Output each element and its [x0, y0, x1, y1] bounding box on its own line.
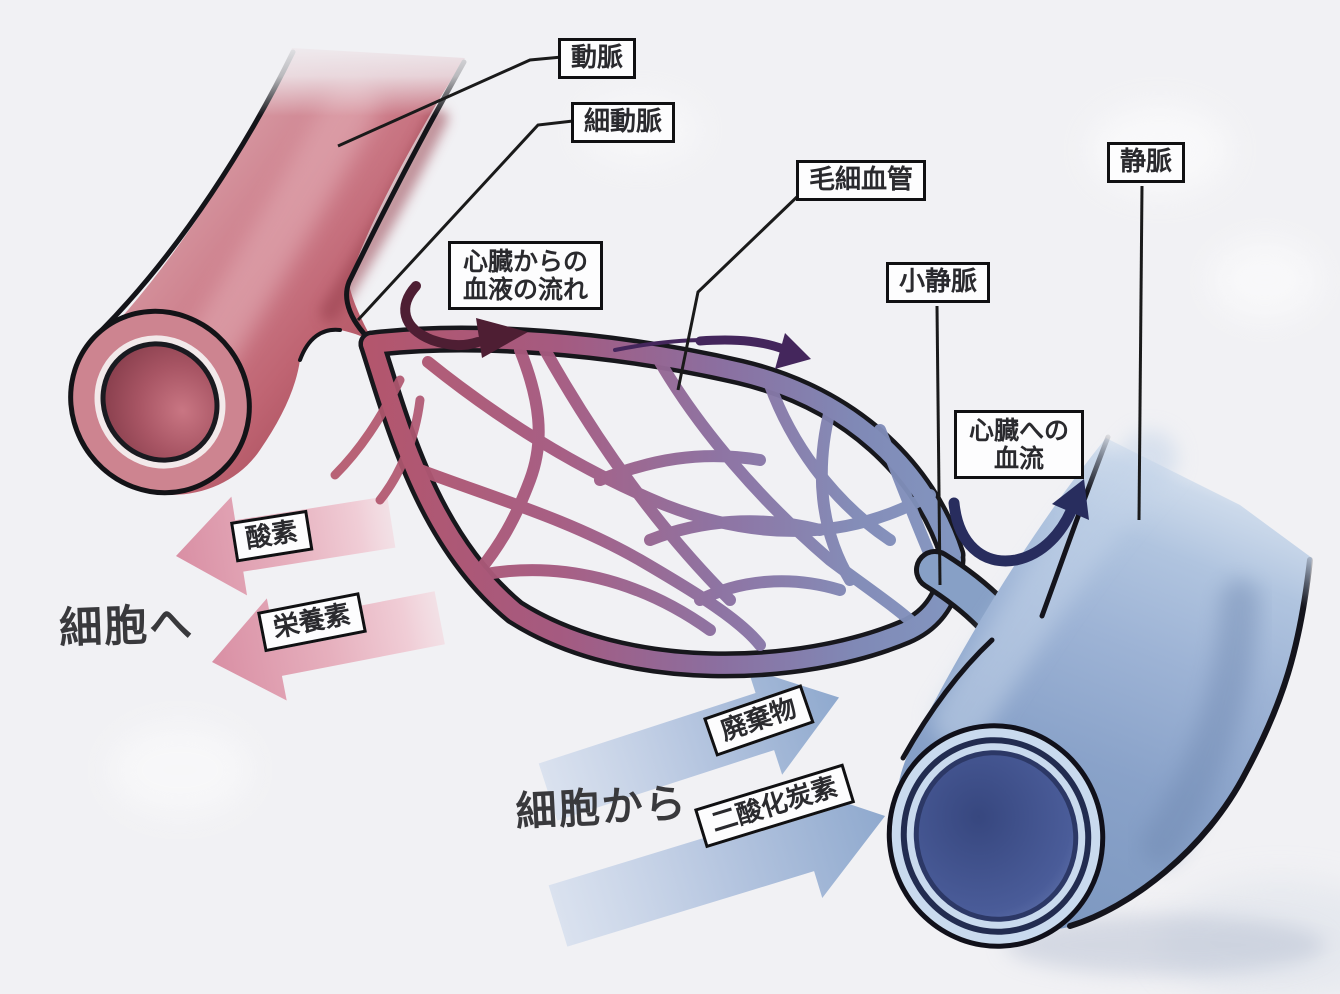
flow-arrow-from-heart-icon [400, 281, 528, 358]
label-flow-to-heart: 心臓への 血流 [954, 410, 1085, 479]
leader-artery [337, 55, 563, 148]
vein-illustration [886, 430, 1313, 949]
text-to-cells: 細胞へ [58, 599, 196, 654]
leader-venule [935, 305, 942, 586]
artery-cut-end [68, 308, 252, 496]
label-flow-from-heart: 心臓からの 血液の流れ [448, 241, 604, 310]
flow-from-heart-line2: 血液の流れ [463, 274, 589, 304]
label-capillary: 毛細血管 [796, 160, 927, 201]
flow-arrow-to-heart-icon [948, 479, 1089, 567]
label-arteriole: 細動脈 [571, 102, 676, 143]
artery-illustration [68, 36, 488, 496]
label-artery: 動脈 [558, 38, 637, 79]
flow-to-heart-line1: 心臓への [969, 416, 1070, 445]
leader-arteriole [356, 119, 574, 322]
co2-arrow-icon [548, 783, 886, 947]
leader-vein [1137, 185, 1144, 521]
flow-from-heart-line1: 心臓からの [463, 247, 589, 276]
vein-shadow [1005, 915, 1325, 975]
leader-lines [337, 55, 1144, 586]
label-venule: 小静脈 [886, 262, 991, 303]
leader-capillary [676, 192, 802, 391]
vein-cut-end [886, 723, 1106, 949]
text-from-cells: 細胞から [514, 778, 689, 836]
flow-arrow-capillary-icon [613, 333, 811, 369]
flow-to-heart-line2: 血流 [994, 443, 1045, 473]
label-vein: 静脈 [1107, 142, 1186, 183]
